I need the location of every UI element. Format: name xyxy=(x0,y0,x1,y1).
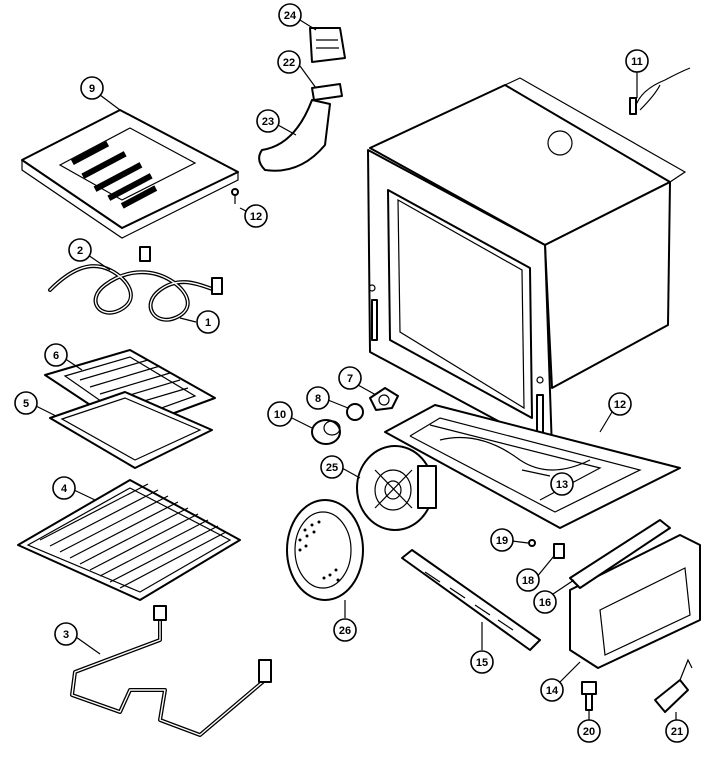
convection-fan-25 xyxy=(356,445,437,531)
screw-19 xyxy=(528,539,536,547)
oven-cavity xyxy=(367,77,687,451)
callout-5: 5 xyxy=(23,398,29,410)
callout-25: 25 xyxy=(326,462,338,474)
terminal-block-24 xyxy=(309,27,346,63)
callout-23: 23 xyxy=(262,116,274,128)
bottom-panel xyxy=(384,404,681,529)
callout-7: 7 xyxy=(347,373,353,385)
cover-grille xyxy=(70,140,158,209)
callout-17: 16 xyxy=(539,597,551,609)
control-box xyxy=(569,519,701,669)
callout-13: 12 xyxy=(614,399,626,411)
callout-14: 13 xyxy=(556,479,568,491)
callout-3: 3 xyxy=(63,629,69,641)
callout-6: 6 xyxy=(53,350,59,362)
broil-element-cover xyxy=(21,109,239,239)
callout-10: 10 xyxy=(274,409,286,421)
bracket-22 xyxy=(311,83,343,101)
callout-18: 18 xyxy=(522,575,534,587)
callout-4: 4 xyxy=(61,483,68,495)
callout-11: 11 xyxy=(631,56,643,68)
callout-22: 22 xyxy=(283,57,295,69)
callout-1: 1 xyxy=(205,317,211,329)
screw-12 xyxy=(231,188,239,204)
rack-wires xyxy=(39,483,227,589)
callout-8: 8 xyxy=(315,393,321,405)
callouts: 9 12 2 1 6 5 4 3 24 xyxy=(14,3,689,743)
broil-pan xyxy=(49,391,213,469)
anti-tip-bracket-21 xyxy=(654,658,693,713)
callout-2: 2 xyxy=(77,245,83,257)
oven-rack xyxy=(17,479,241,601)
callout-26: 26 xyxy=(339,625,351,637)
svg-text:9: 9 xyxy=(89,83,95,95)
leveling-leg-20 xyxy=(581,681,597,711)
callout-19: 19 xyxy=(496,535,508,547)
bake-element xyxy=(70,605,272,737)
broil-element xyxy=(48,246,223,322)
callout-24: 24 xyxy=(284,10,297,22)
callout-12: 12 xyxy=(250,211,262,223)
bracket-18 xyxy=(553,543,565,559)
callout-16: 15 xyxy=(476,657,488,669)
vent-grille-16 xyxy=(401,549,541,651)
vent-duct-23 xyxy=(258,99,331,172)
light-socket-7 xyxy=(369,387,399,411)
light-bulb-8 xyxy=(346,403,364,421)
light-lens-10 xyxy=(311,419,341,445)
callout-15: 14 xyxy=(546,685,559,697)
fan-cover-26 xyxy=(286,499,364,601)
callout-21: 21 xyxy=(671,726,683,738)
fan-cover-perforations xyxy=(298,520,340,582)
wire-harness-11 xyxy=(629,67,691,115)
callout-20: 20 xyxy=(583,726,595,738)
